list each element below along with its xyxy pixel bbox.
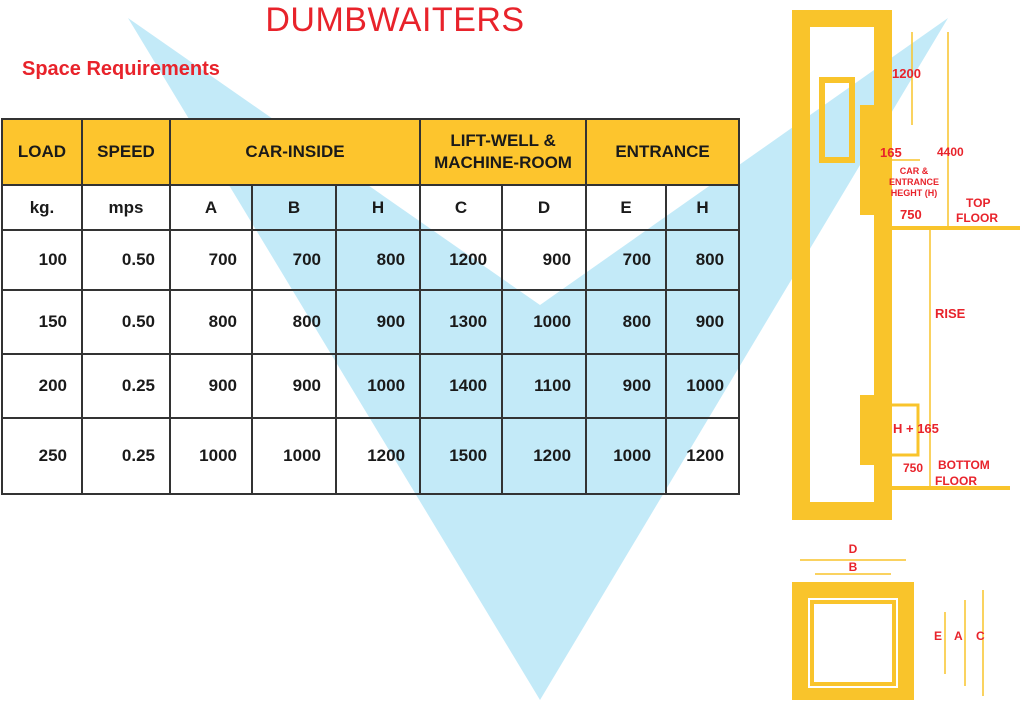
bottom-entrance-frame	[860, 395, 880, 465]
table-cell: 1000	[585, 417, 668, 495]
plan-b-label: B	[849, 560, 858, 574]
shaft-elevation-diagram: 1200 4400 165 CAR & ENTRANCE HEGHT (H) 7…	[792, 10, 1020, 700]
header-load: LOAD	[1, 118, 83, 186]
table-cell: 1000	[665, 353, 741, 419]
units-row: kg. mps A B H C D E H	[1, 184, 741, 231]
table-cell: 700	[251, 229, 337, 291]
plan-a-label: A	[954, 629, 963, 643]
bottom-floor-label-1: BOTTOM	[938, 458, 990, 472]
plan-entrance	[906, 612, 914, 674]
dim-165-label: 165	[880, 145, 902, 160]
unit-cell: C	[419, 184, 504, 231]
table-cell: 1200	[419, 229, 504, 291]
plan-e-label: E	[934, 629, 942, 643]
unit-cell: E	[585, 184, 668, 231]
table-cell: 200	[1, 353, 83, 419]
table-cell: 900	[501, 229, 588, 291]
plan-c-label: C	[976, 629, 985, 643]
shaft-wall	[792, 10, 892, 520]
page-title: DUMBWAITERS	[265, 1, 525, 39]
table-row: 150 0.50 800 800 900 1300 1000 800 900	[1, 289, 741, 355]
header-speed: SPEED	[81, 118, 171, 186]
unit-cell: A	[169, 184, 253, 231]
table-cell: 700	[169, 229, 253, 291]
table-cell: 1200	[334, 417, 422, 495]
table-cell: 900	[251, 353, 337, 419]
table-cell: 0.50	[81, 229, 171, 291]
plan-d-label: D	[849, 542, 858, 556]
dim-1200-label: 1200	[892, 66, 921, 81]
table-cell: 1000	[501, 289, 588, 355]
table-cell: 0.25	[81, 353, 171, 419]
table-cell: 0.25	[81, 417, 171, 495]
unit-cell: mps	[81, 184, 171, 231]
dim-750-top-label: 750	[900, 207, 922, 222]
machine-room-frame	[819, 77, 855, 163]
table-cell: 800	[334, 229, 422, 291]
header-car-inside: CAR-INSIDE	[168, 118, 422, 186]
dim-750-bottom-label: 750	[903, 461, 923, 475]
section-subtitle: Space Requirements	[22, 58, 220, 80]
table-cell: 900	[585, 353, 668, 419]
table-cell: 900	[334, 289, 422, 355]
table-cell: 1200	[665, 417, 741, 495]
unit-cell: B	[251, 184, 337, 231]
table-cell: 800	[665, 229, 741, 291]
top-floor-label-2: FLOOR	[956, 211, 998, 225]
table-cell: 800	[585, 289, 668, 355]
table-cell: 900	[169, 353, 253, 419]
top-entrance-frame	[860, 105, 880, 215]
car-entrance-height-label-3: HEGHT (H)	[891, 188, 938, 198]
group-header-row: LOAD SPEED CAR-INSIDE LIFT-WELL & MACHIN…	[1, 118, 741, 186]
table-cell: 0.50	[81, 289, 171, 355]
unit-cell: D	[501, 184, 588, 231]
table-cell: 250	[1, 417, 83, 495]
dim-4400-label: 4400	[937, 145, 964, 159]
plan-shaft	[792, 582, 914, 700]
unit-cell: kg.	[1, 184, 83, 231]
table-cell: 800	[169, 289, 253, 355]
car-entrance-height-label-2: ENTRANCE	[889, 177, 939, 187]
table-cell: 1000	[334, 353, 422, 419]
rise-label: RISE	[935, 306, 966, 321]
table-row: 250 0.25 1000 1000 1200 1500 1200 1000 1…	[1, 417, 741, 495]
unit-cell: H	[334, 184, 422, 231]
unit-cell: H	[665, 184, 741, 231]
table-cell: 150	[1, 289, 83, 355]
table-cell: 1200	[501, 417, 588, 495]
top-floor-label-1: TOP	[966, 196, 990, 210]
table-cell: 1300	[419, 289, 504, 355]
table-row: 200 0.25 900 900 1000 1400 1100 900 1000	[1, 353, 741, 419]
table-cell: 100	[1, 229, 83, 291]
car-entrance-height-label-1: CAR &	[900, 166, 929, 176]
plan-car	[810, 600, 896, 686]
table-cell: 1100	[501, 353, 588, 419]
bottom-entrance-box	[866, 403, 920, 457]
table-cell: 800	[251, 289, 337, 355]
table-cell: 1000	[251, 417, 337, 495]
header-lift-well: LIFT-WELL & MACHINE-ROOM	[419, 118, 588, 186]
bottom-floor-label-2: FLOOR	[935, 474, 977, 488]
table-cell: 900	[665, 289, 741, 355]
table-cell: 1400	[419, 353, 504, 419]
table-row: 100 0.50 700 700 800 1200 900 700 800	[1, 229, 741, 291]
table-cell: 1500	[419, 417, 504, 495]
space-requirements-table: LOAD SPEED CAR-INSIDE LIFT-WELL & MACHIN…	[1, 118, 741, 495]
header-entrance: ENTRANCE	[585, 118, 741, 186]
table-cell: 1000	[169, 417, 253, 495]
h-plus-165-label: H + 165	[893, 421, 939, 436]
table-cell: 700	[585, 229, 668, 291]
